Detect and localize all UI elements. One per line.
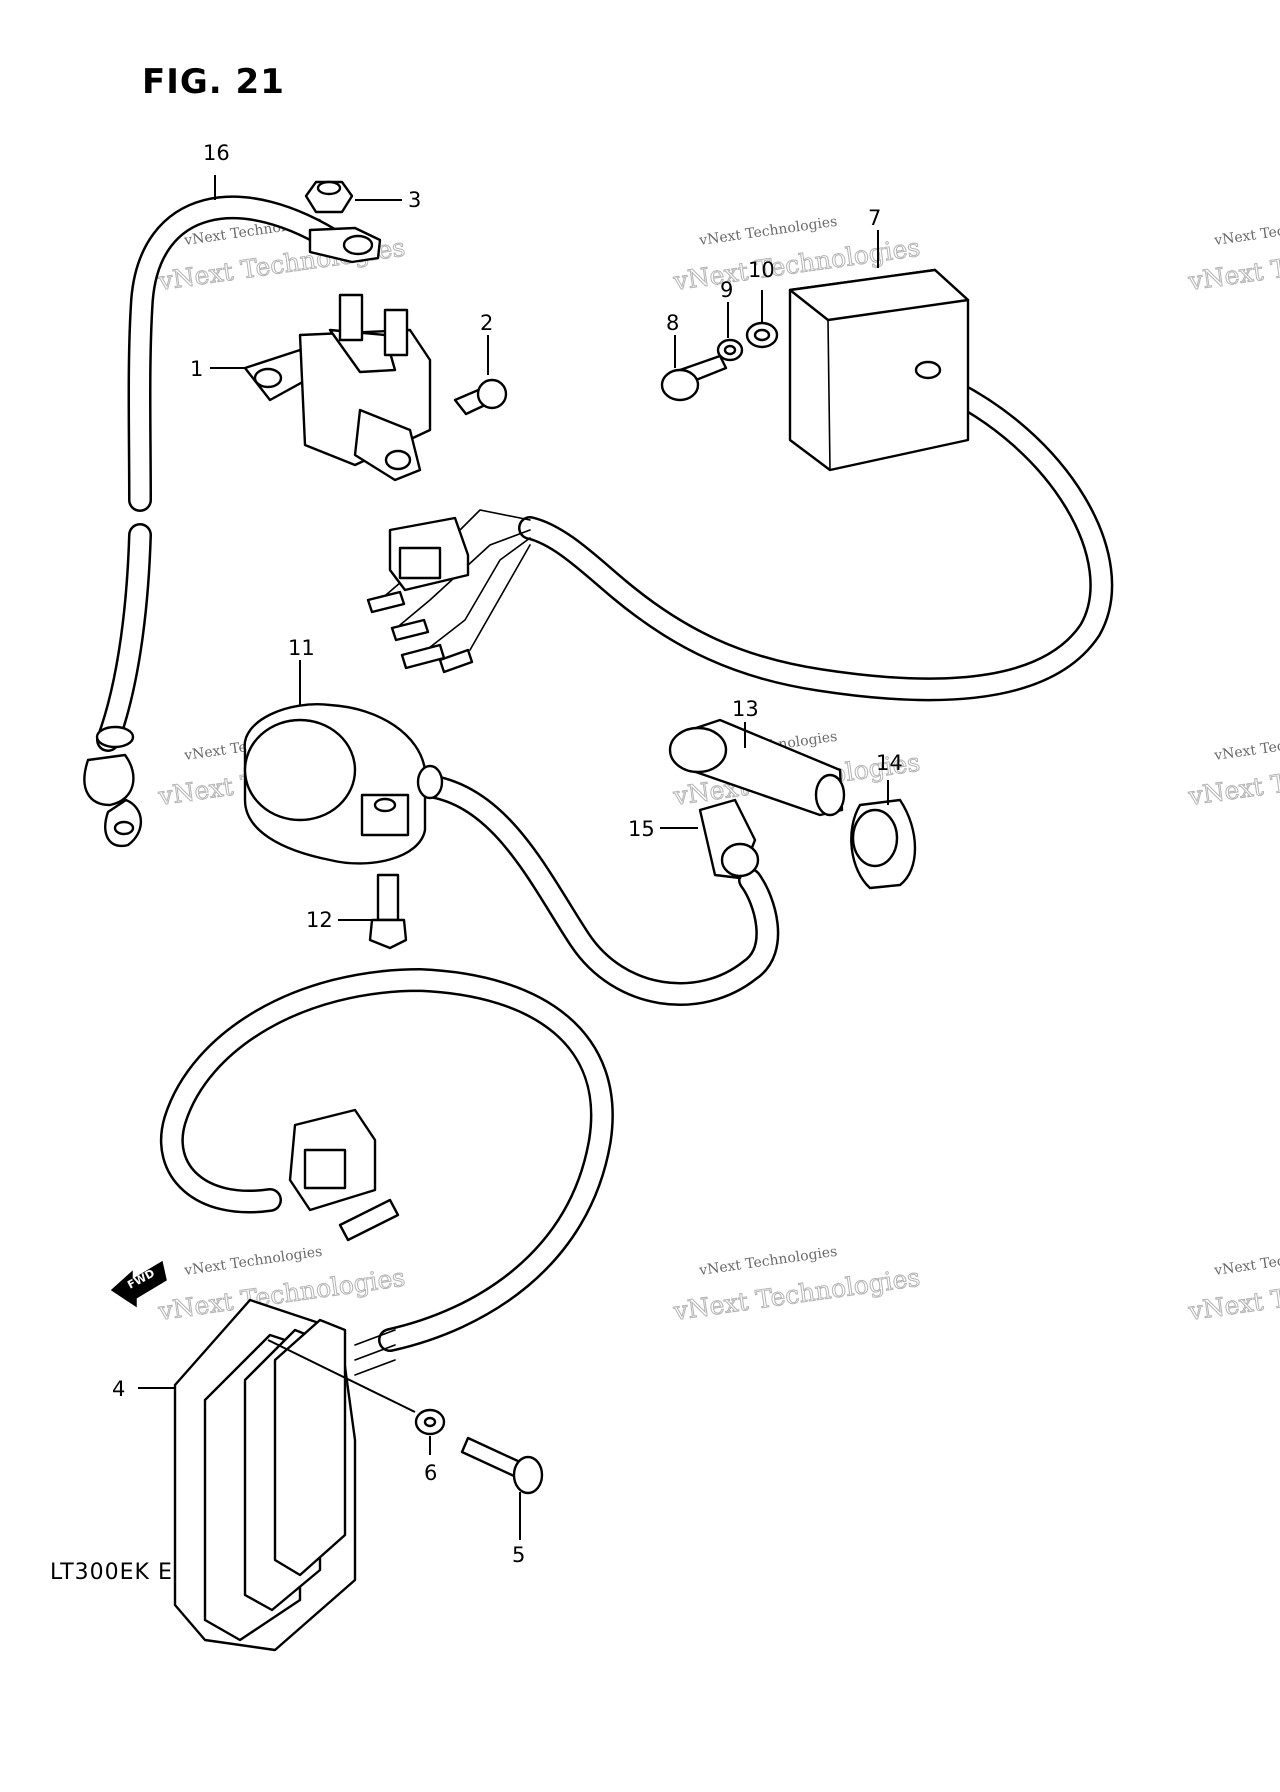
plug-cap-end [814,773,846,817]
boot-collar [95,725,135,749]
watermark-low-right: vNext Technologies vNext Technologies [1185,1244,1280,1327]
watermark-text: vNext Technologies [1212,1244,1280,1279]
plug-cap-cover-part [850,798,917,890]
coil-bolt-part [368,873,408,950]
washer-bore [753,328,771,342]
watermark-top-right: vNext Technologies vNext Technologies [1185,214,1280,297]
bolt-head [368,918,408,950]
spade-terminal [390,618,430,642]
callout-7: 7 [868,206,881,230]
lead-cable-lower-inner [98,525,150,750]
cdi-box-edge [827,319,831,471]
ring-hole [113,820,135,836]
high-tension-lead-inner [410,775,777,1004]
watermark-text: vNext Technologies [697,1244,838,1279]
callout-15: 15 [628,817,655,841]
callout-6: 6 [424,1461,437,1485]
callout-11: 11 [288,636,315,660]
relay-stud-1 [338,293,364,342]
cdi-unit-part [518,268,1114,702]
bolt-shank [376,873,400,922]
watermark-text: vNext Technologies [1212,729,1280,764]
leader-lines [138,175,889,1540]
callout-2: 2 [480,311,493,335]
relay-stud-2 [383,308,409,357]
nut-bore [316,180,342,196]
plug-cap-part [668,718,846,817]
leader-6 [267,1339,416,1413]
cdi-grommet [914,360,942,380]
regulator-harness-inner [162,970,612,1350]
cover-opening [851,808,899,868]
callout-14: 14 [876,751,903,775]
terminal-hole [342,234,374,256]
cdi-box-top [788,268,970,322]
regulator-rectifier-part [159,967,614,1652]
bullet-terminal [438,648,474,674]
washer-9-part [716,338,744,362]
output-wire [354,1329,396,1346]
boot-opening [720,842,760,878]
nut-part [304,180,354,214]
watermark-text: vNext Technologies [697,214,838,249]
callout-9: 9 [720,278,733,302]
cdi-connector-group [366,509,531,674]
coupler-face [398,546,442,580]
bolt-head [476,378,508,410]
fwd-arrow-shape [110,1260,167,1308]
screw-shank [460,1436,522,1478]
bullet-terminal [338,1198,400,1242]
spade-terminal [400,643,446,670]
coil-lead-boot [416,764,444,800]
callout-labels: 16 3 1 2 7 8 9 10 11 12 13 14 15 4 6 5 [112,141,903,1567]
relay-bolt-part [453,378,508,416]
callout-5: 5 [512,1543,525,1567]
cdi-harness-inner [520,375,1111,699]
output-wire [354,1344,396,1361]
ignition-coil-part [243,703,780,1006]
washer-10-part [745,321,779,349]
callout-3: 3 [408,188,421,212]
watermark-low-center: vNext Technologies vNext Technologies [670,1244,922,1327]
wire [469,544,531,651]
cdi-screw-part [660,354,728,402]
wire [419,537,531,656]
cap-seal-ring [668,726,728,774]
terminal-boot-part [698,798,760,880]
lead-cable-upper-inner [130,197,350,510]
watermark-mid-right: vNext Technologies vNext Technologies [1185,729,1280,812]
spade-terminal [366,590,406,614]
callout-10: 10 [748,258,775,282]
washer-bore [423,1416,437,1428]
watermark-text: vNext Technologies [182,1244,323,1279]
callout-12: 12 [306,908,333,932]
callout-1: 1 [190,357,203,381]
regulator-washer-part [414,1408,446,1436]
figure-title: FIG. 21 [142,62,285,102]
mount-hole [373,797,397,813]
starter-relay-part [243,293,432,482]
bracket-hole-left [253,367,283,389]
coupler-face [303,1148,347,1190]
callout-8: 8 [666,311,679,335]
callout-13: 13 [732,697,759,721]
bracket-hole-right [384,449,412,471]
callout-16: 16 [203,141,230,165]
model-label: LT300EK E3 [50,1560,188,1585]
callout-4: 4 [112,1377,125,1401]
screw-head [512,1455,544,1495]
washer-bore [723,344,737,356]
terminal-boot [83,753,135,807]
fin-3 [273,1318,347,1577]
battery-lead-part [83,195,382,848]
watermark-text: vNext Technologies [1212,214,1280,249]
regulator-screw-part [460,1436,544,1495]
screw-head [660,368,700,402]
coil-face [243,718,357,822]
output-wire [354,1359,396,1376]
